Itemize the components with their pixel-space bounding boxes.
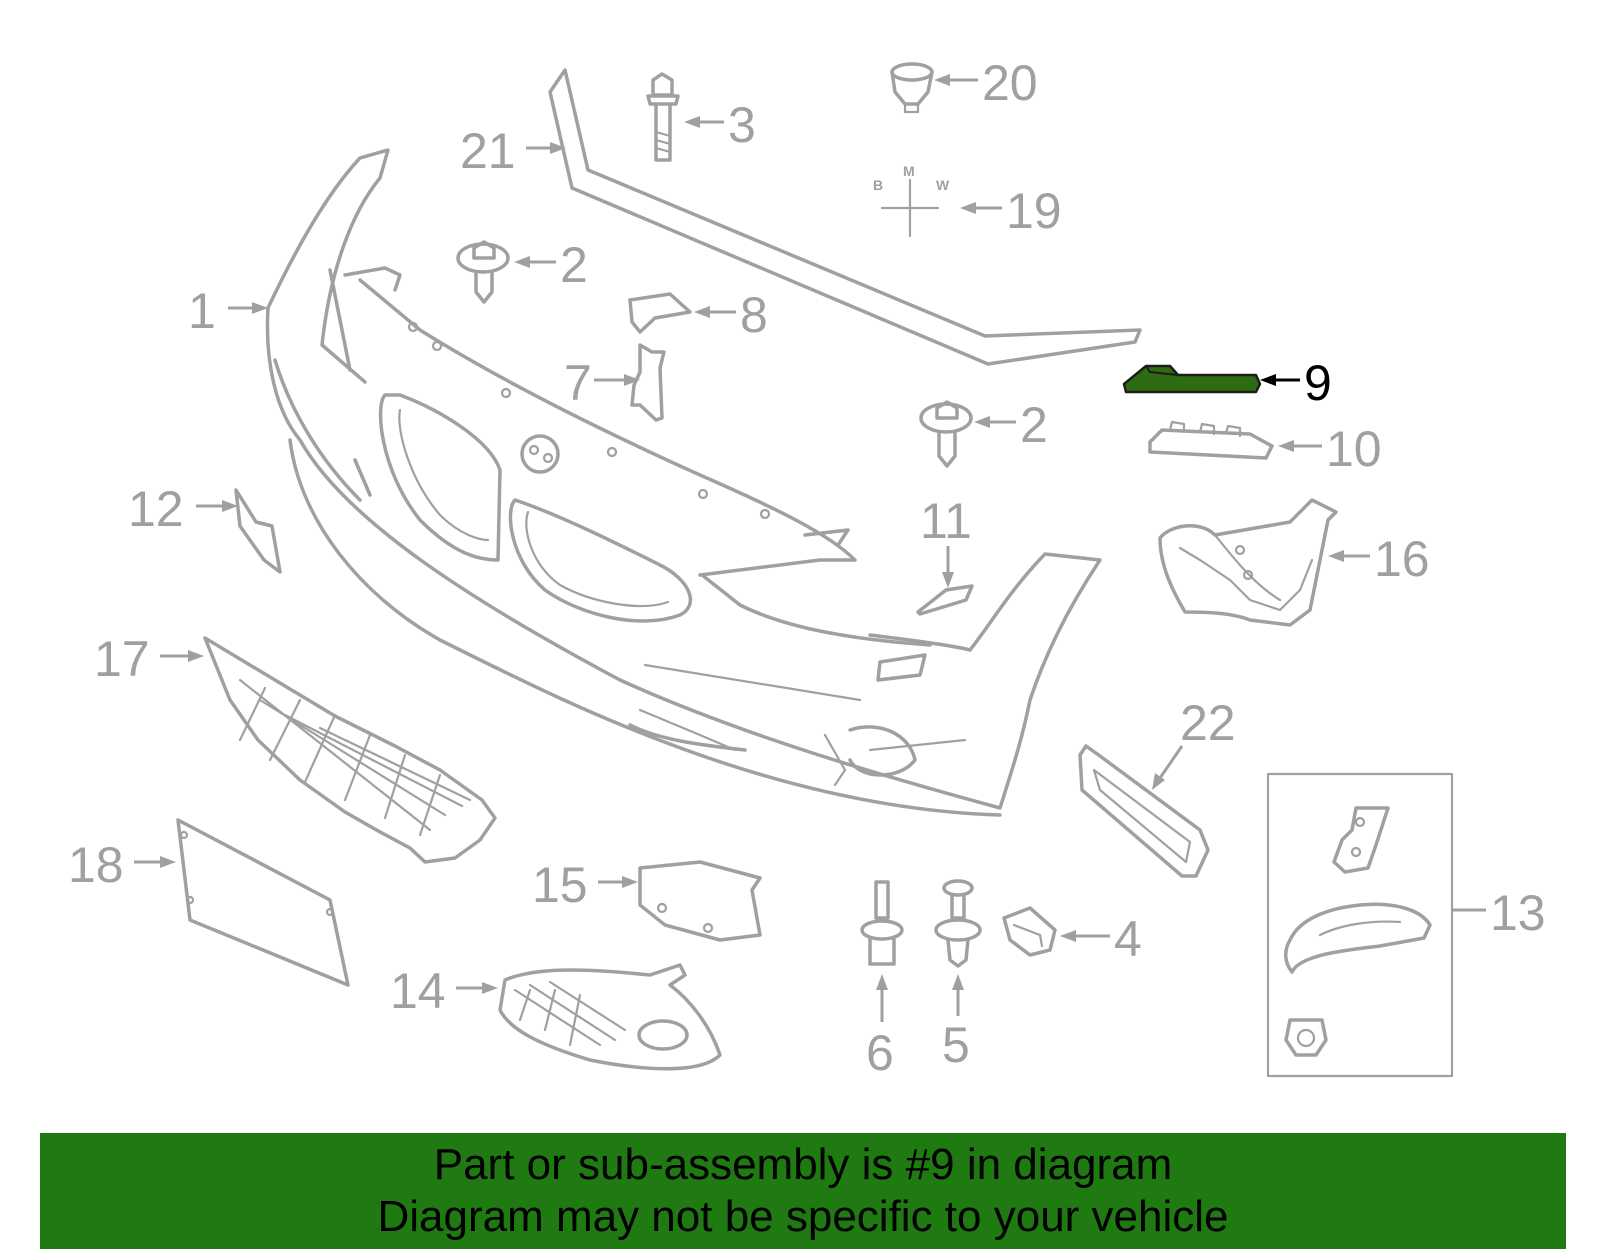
callout-21: 21 bbox=[460, 123, 516, 179]
part-6-clip[interactable] bbox=[860, 880, 904, 966]
callout-12: 12 bbox=[128, 481, 184, 537]
banner-line-2: Diagram may not be specific to your vehi… bbox=[377, 1192, 1229, 1241]
part-8-bracket[interactable] bbox=[628, 292, 692, 334]
part-3-bolt[interactable] bbox=[646, 72, 680, 162]
callout-3: 3 bbox=[728, 97, 756, 153]
callout-18: 18 bbox=[68, 837, 124, 893]
callout-16: 16 bbox=[1374, 531, 1430, 587]
callout-17: 17 bbox=[94, 631, 150, 687]
part-14-fog-grille[interactable] bbox=[498, 963, 722, 1071]
part-4-speed-nut[interactable] bbox=[1002, 906, 1057, 957]
part-5-rivet[interactable] bbox=[934, 879, 982, 968]
callout-14: 14 bbox=[390, 963, 446, 1019]
leader-lines bbox=[134, 74, 1486, 1022]
logo-letter-m: M bbox=[903, 163, 915, 179]
callout-7: 7 bbox=[564, 355, 592, 411]
callout-labels: 1 2 2 3 4 5 6 7 8 9 10 11 12 13 14 15 16… bbox=[68, 55, 1546, 1081]
callout-1: 1 bbox=[188, 283, 216, 339]
callout-9-highlighted: 9 bbox=[1304, 355, 1332, 411]
callout-20: 20 bbox=[982, 55, 1038, 111]
part-11-cover[interactable] bbox=[916, 584, 974, 616]
part-12-cover[interactable] bbox=[234, 488, 282, 574]
part-21-upper-trim-strip[interactable] bbox=[548, 68, 1142, 366]
callout-2b: 2 bbox=[1020, 397, 1048, 453]
part-18-plate-bracket[interactable] bbox=[176, 818, 350, 987]
part-19-emblem[interactable]: B M W bbox=[873, 163, 950, 238]
callout-6: 6 bbox=[866, 1025, 894, 1081]
part-16-bracket[interactable] bbox=[1158, 498, 1338, 627]
callout-15: 15 bbox=[532, 857, 588, 913]
callout-19: 19 bbox=[1006, 183, 1062, 239]
part-15-cover[interactable] bbox=[638, 860, 762, 942]
callout-8: 8 bbox=[740, 287, 768, 343]
info-banner: Part or sub-assembly is #9 in diagram Di… bbox=[40, 1133, 1566, 1249]
part-9-highlighted[interactable] bbox=[1122, 364, 1262, 394]
part-2b-screw[interactable] bbox=[919, 400, 973, 468]
callout-10: 10 bbox=[1326, 421, 1382, 477]
part-2a-screw[interactable] bbox=[456, 240, 510, 304]
part-20-clip-nut[interactable] bbox=[890, 62, 934, 114]
logo-letter-b: B bbox=[873, 177, 883, 193]
part-17-lower-grille[interactable] bbox=[203, 636, 497, 864]
part-1-bumper-cover[interactable] bbox=[265, 148, 1102, 817]
callout-2a: 2 bbox=[560, 237, 588, 293]
part-7-bracket[interactable] bbox=[630, 343, 666, 422]
callout-4: 4 bbox=[1114, 911, 1142, 967]
part-22-trim[interactable] bbox=[1078, 744, 1210, 878]
part-10-support[interactable] bbox=[1148, 420, 1274, 460]
callout-13: 13 bbox=[1490, 885, 1546, 941]
callout-11: 11 bbox=[920, 493, 972, 549]
logo-letter-w: W bbox=[936, 177, 950, 193]
part-13-subassembly[interactable] bbox=[1266, 772, 1454, 1078]
callout-5: 5 bbox=[942, 1017, 970, 1073]
banner-line-1: Part or sub-assembly is #9 in diagram bbox=[433, 1140, 1173, 1189]
callout-22: 22 bbox=[1180, 695, 1236, 751]
